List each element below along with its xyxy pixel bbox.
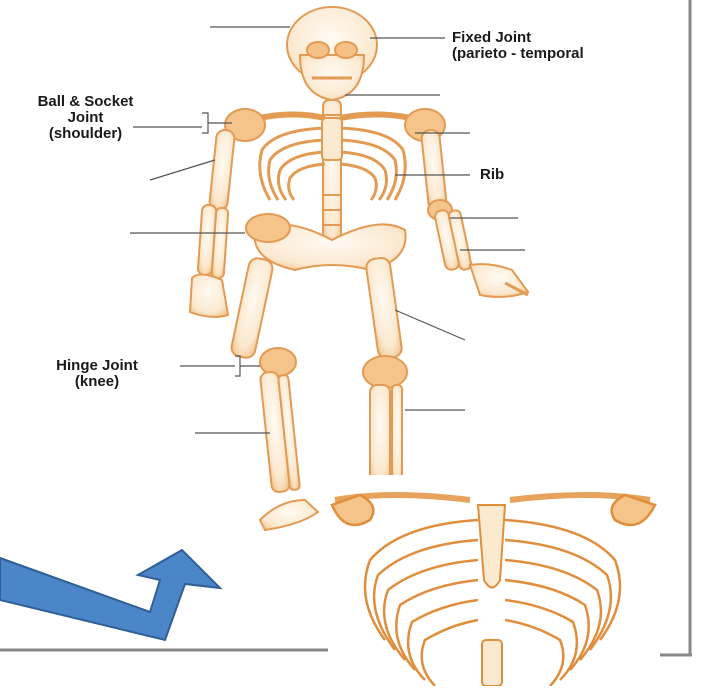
label-fixed-joint-line1: Fixed Joint	[452, 30, 584, 46]
label-hinge-joint-line1: Hinge Joint	[22, 358, 172, 374]
blue-arrow	[0, 550, 220, 640]
skeleton	[190, 7, 528, 530]
label-hinge-joint-line2: (knee)	[22, 374, 172, 390]
left-arm	[190, 129, 235, 317]
label-ball-socket-joint: Ball & Socket Joint (shoulder)	[18, 94, 153, 142]
label-rib: Rib	[480, 167, 504, 183]
skull	[287, 7, 377, 100]
ribcage-inset	[328, 475, 660, 686]
right-arm	[421, 129, 528, 297]
label-rib-text: Rib	[480, 166, 504, 183]
label-fixed-joint: Fixed Joint (parieto - temporal	[452, 30, 584, 62]
left-leg	[230, 257, 318, 530]
label-hinge-joint: Hinge Joint (knee)	[22, 358, 172, 390]
label-ball-socket-line3: (shoulder)	[18, 126, 153, 142]
right-leg	[363, 257, 407, 485]
label-ball-socket-line2: Joint	[18, 110, 153, 126]
label-fixed-joint-line2: (parieto - temporal	[452, 46, 584, 62]
label-ball-socket-line1: Ball & Socket	[18, 94, 153, 110]
